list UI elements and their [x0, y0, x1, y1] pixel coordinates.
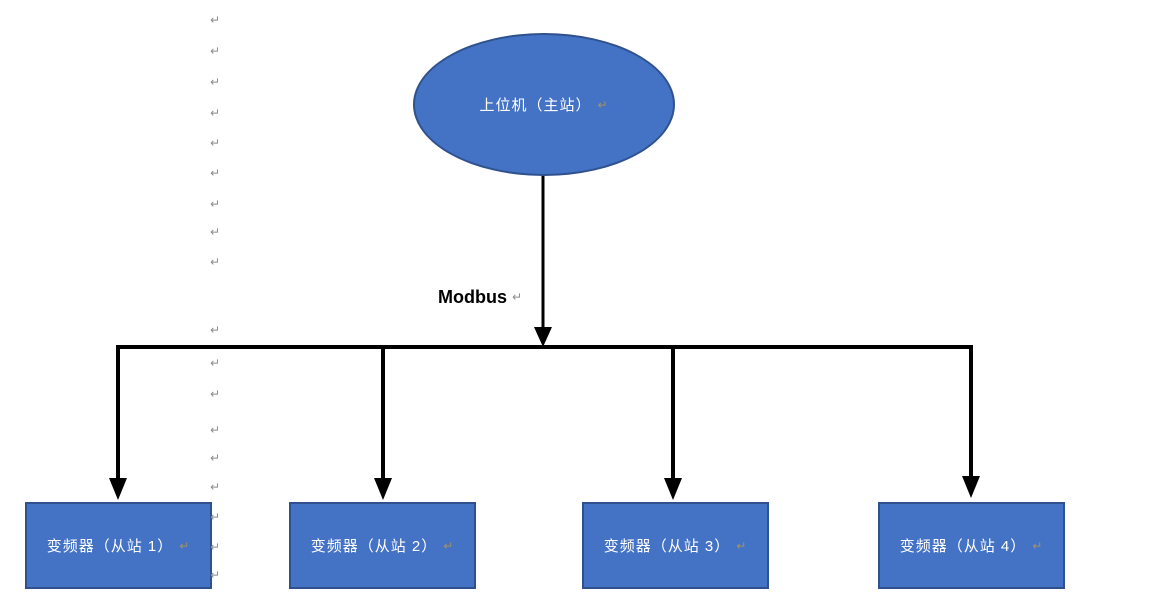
slave4-arrowhead-icon: [962, 476, 980, 498]
paragraph-mark-icon: ↵: [210, 106, 221, 120]
paragraph-mark-icon: ↵: [210, 480, 221, 494]
paragraph-mark-icon: ↵: [210, 13, 221, 27]
paragraph-mark-icon: ↵: [210, 387, 221, 401]
master-node[interactable]: 上位机（主站） ↵: [413, 33, 675, 176]
master-node-label: 上位机（主站）: [479, 97, 592, 114]
paragraph-mark-icon: ↵: [443, 538, 455, 553]
slave2-arrowhead-icon: [374, 478, 392, 500]
paragraph-mark-icon: ↵: [210, 323, 221, 337]
paragraph-mark-icon: ↵: [210, 568, 221, 582]
paragraph-mark-icon: ↵: [210, 75, 221, 89]
paragraph-mark-icon: ↵: [210, 136, 221, 150]
paragraph-mark-icon: ↵: [179, 538, 191, 553]
paragraph-mark-icon: ↵: [210, 255, 221, 269]
slave-node-3[interactable]: 变频器（从站 3） ↵: [582, 502, 769, 589]
paragraph-mark-icon: ↵: [210, 510, 221, 524]
slave-node-2[interactable]: 变频器（从站 2） ↵: [289, 502, 476, 589]
paragraph-mark-icon: ↵: [210, 44, 221, 58]
paragraph-mark-icon: ↵: [597, 97, 609, 112]
slave-node-1-label: 变频器（从站 1）: [46, 538, 174, 555]
slave-node-1[interactable]: 变频器（从站 1） ↵: [25, 502, 212, 589]
slave1-arrowhead-icon: [109, 478, 127, 500]
paragraph-mark-icon: ↵: [210, 451, 221, 465]
paragraph-mark-icon: ↵: [210, 166, 221, 180]
paragraph-mark-icon: ↵: [210, 225, 221, 239]
paragraph-mark-icon: ↵: [210, 540, 221, 554]
paragraph-mark-icon: ↵: [210, 356, 221, 370]
slave-node-4[interactable]: 变频器（从站 4） ↵: [878, 502, 1065, 589]
paragraph-mark-icon: ↵: [1032, 538, 1044, 553]
bus-protocol-label: Modbus ↵: [438, 287, 522, 308]
paragraph-mark-icon: ↵: [736, 538, 748, 553]
slave3-arrowhead-icon: [664, 478, 682, 500]
bus-protocol-text: Modbus: [438, 287, 507, 307]
slave-node-2-label: 变频器（从站 2）: [310, 538, 438, 555]
master-arrowhead-icon: [534, 327, 552, 347]
paragraph-mark-icon: ↵: [210, 197, 221, 211]
paragraph-mark-icon: ↵: [512, 290, 523, 304]
paragraph-mark-icon: ↵: [210, 423, 221, 437]
slave-node-4-label: 变频器（从站 4）: [899, 538, 1027, 555]
slave-node-3-label: 变频器（从站 3）: [603, 538, 731, 555]
